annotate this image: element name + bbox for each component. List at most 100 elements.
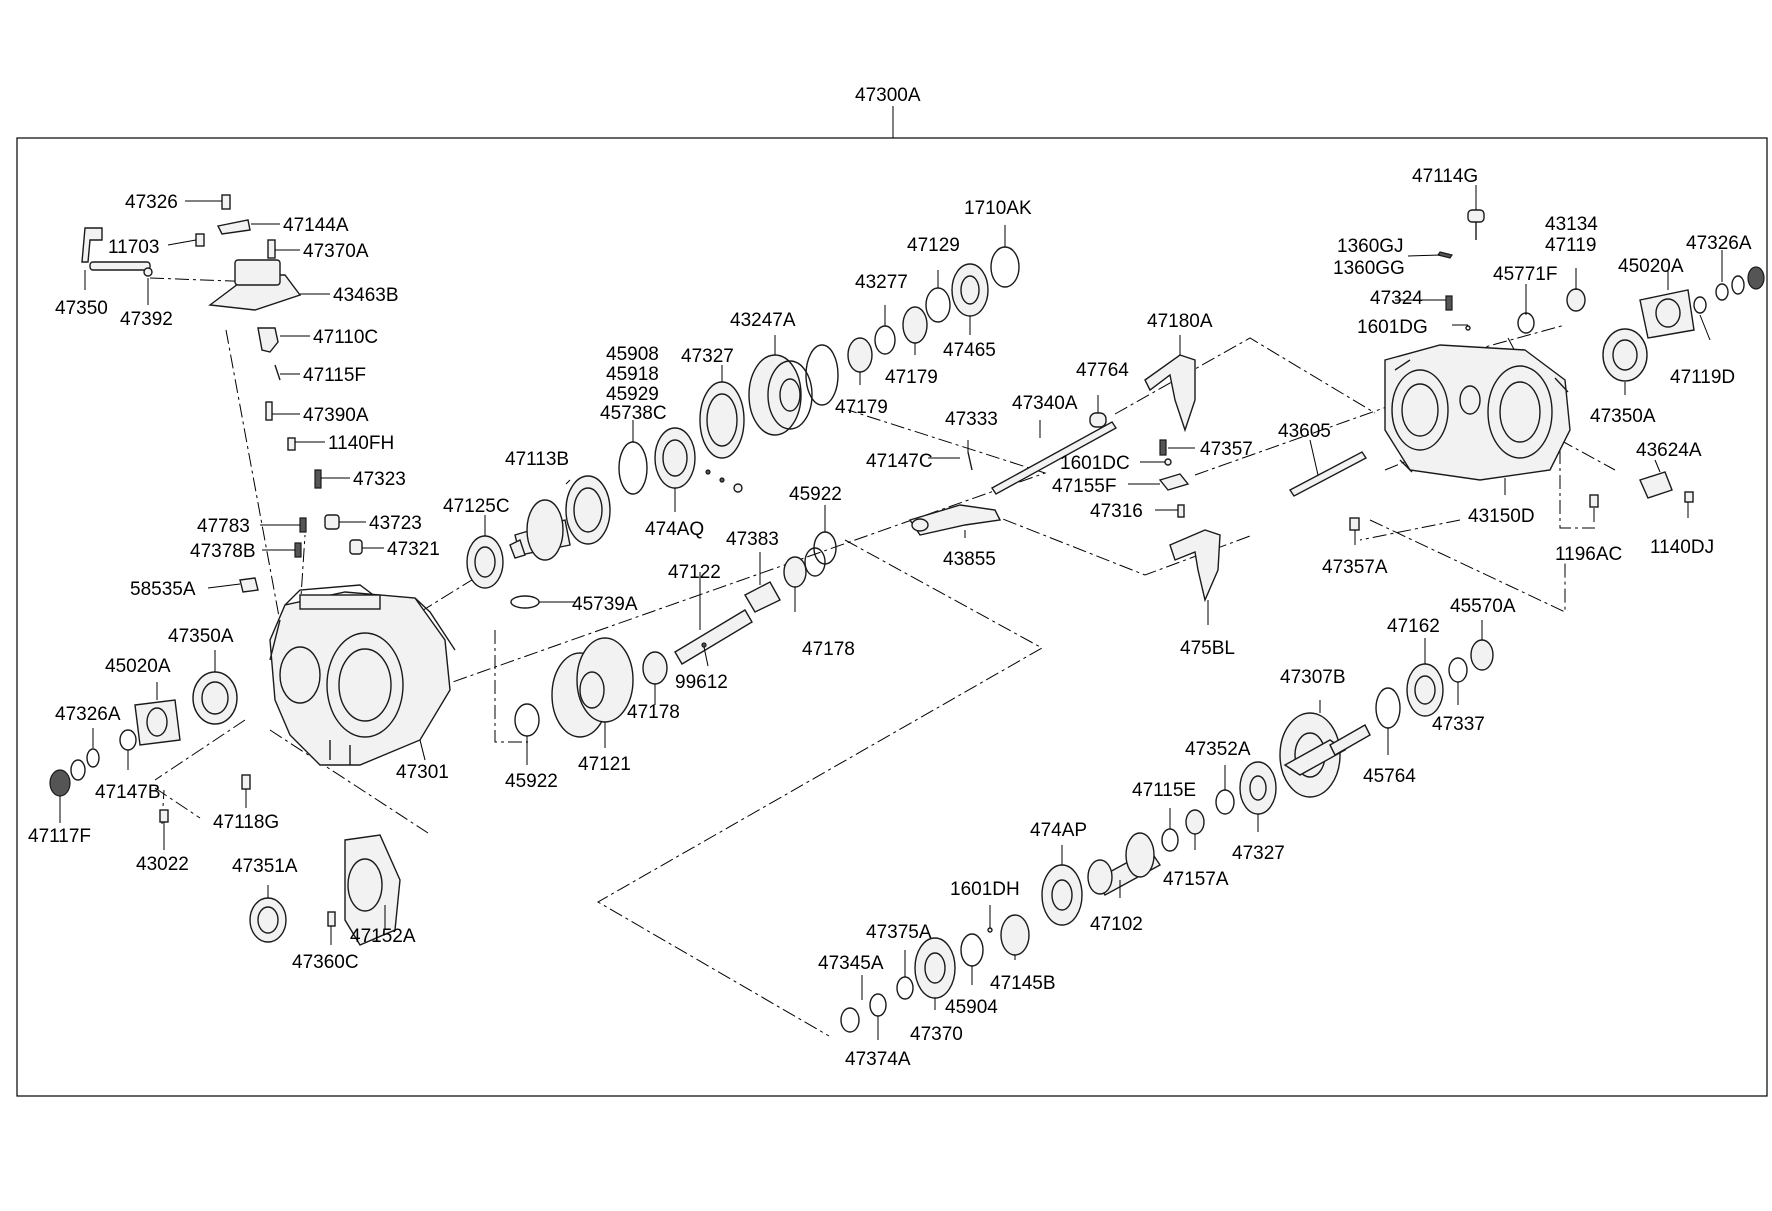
snap-ring-45764 <box>1375 687 1401 729</box>
rear-flange-47152A <box>344 834 401 946</box>
pin-47316 <box>1177 504 1185 518</box>
snap-ring-1710AK <box>990 246 1020 288</box>
spring-47324 <box>1445 295 1453 311</box>
bolt-1140DJ <box>1684 491 1694 503</box>
washer-47392 <box>143 267 153 277</box>
plug-47321 <box>349 539 363 555</box>
label-47122: 47122 <box>668 562 721 583</box>
label-47147C: 47147C <box>866 451 933 472</box>
sensor-43624A <box>1639 471 1673 499</box>
ball-99612 <box>701 642 707 648</box>
bolt-43022 <box>159 809 169 823</box>
label-47178-b: 47178 <box>802 639 855 660</box>
label-47357A: 47357A <box>1322 557 1388 578</box>
label-43723: 43723 <box>369 513 422 534</box>
bolt-47360C <box>327 911 336 927</box>
shift-lever <box>81 227 151 271</box>
spring-47357 <box>1159 439 1167 456</box>
label-474AP: 474AP <box>1030 820 1087 841</box>
washer-45922-bottom <box>514 703 540 737</box>
label-47383: 47383 <box>726 529 779 550</box>
ring-43277 <box>874 325 896 355</box>
label-47119D: 47119D <box>1670 367 1735 388</box>
bearing-43134 <box>1566 288 1586 312</box>
block-47155F <box>1158 473 1190 491</box>
dowel-47118G <box>241 774 251 790</box>
bolt-47114G <box>1467 209 1485 223</box>
label-47180A: 47180A <box>1147 311 1213 332</box>
spacer-47383 <box>744 581 781 613</box>
label-47119: 47119 <box>1545 235 1596 256</box>
plate-47144A <box>216 219 251 235</box>
label-47102: 47102 <box>1090 914 1143 935</box>
label-45929: 45929 <box>606 384 659 405</box>
label-47351A: 47351A <box>232 856 298 877</box>
label-1710AK: 1710AK <box>964 198 1032 219</box>
label-45020A-right: 45020A <box>1618 256 1684 277</box>
label-43247A: 43247A <box>730 310 796 331</box>
label-45918: 45918 <box>606 364 659 385</box>
ring-47375A <box>896 976 914 1000</box>
label-45904: 45904 <box>945 997 998 1018</box>
label-99612: 99612 <box>675 672 728 693</box>
label-47114G: 47114G <box>1412 166 1478 187</box>
label-47113B: 47113B <box>505 449 569 470</box>
label-47333: 47333 <box>945 409 998 430</box>
needle-bearing-47145B <box>1000 914 1030 956</box>
spring-47323 <box>314 469 322 489</box>
label-47378B: 47378B <box>190 541 256 562</box>
label-43624A: 43624A <box>1636 440 1702 461</box>
label-47117F: 47117F <box>28 826 91 847</box>
needle-bearing-45570A <box>1470 639 1494 671</box>
needle-bearing-47178-a <box>642 651 668 685</box>
bearing-47125C <box>466 535 504 589</box>
gear-474AP <box>1041 864 1083 926</box>
bearing-47162 <box>1406 663 1444 717</box>
flange-45020A-right <box>1639 289 1695 339</box>
label-47144A: 47144A <box>283 215 349 236</box>
assembly-frame <box>16 137 1768 1097</box>
label-47352A: 47352A <box>1185 739 1251 760</box>
ring-47115E <box>1161 828 1179 852</box>
seal-1360GJ <box>1437 251 1453 259</box>
bearing-47370 <box>914 937 956 999</box>
label-47340A: 47340A <box>1012 393 1078 414</box>
shift-rail-43605 <box>1288 451 1368 497</box>
label-45922-top: 45922 <box>789 484 842 505</box>
washer-47337 <box>1448 657 1468 683</box>
washer-47352A <box>1215 789 1235 815</box>
label-47147B: 47147B <box>95 782 161 803</box>
label-47316: 47316 <box>1090 501 1143 522</box>
bolt-1140FH <box>287 437 296 451</box>
label-45738C: 45738C <box>600 403 667 424</box>
label-43134: 43134 <box>1545 214 1598 235</box>
label-47115E: 47115E <box>1132 780 1196 801</box>
label-1601DC: 1601DC <box>1060 453 1130 474</box>
ball-1601DC <box>1164 458 1172 466</box>
needle-bearing-47157A <box>1185 809 1205 835</box>
label-47374A: 47374A <box>845 1049 911 1070</box>
label-45771F: 45771F <box>1493 264 1557 285</box>
label-47125C: 47125C <box>443 496 510 517</box>
label-43277: 43277 <box>855 272 908 293</box>
bolt-47390A <box>265 401 273 421</box>
label-47783: 47783 <box>197 516 250 537</box>
label-43855: 43855 <box>943 549 996 570</box>
label-47321: 47321 <box>387 539 440 560</box>
label-47179-b: 47179 <box>885 367 938 388</box>
label-47350: 47350 <box>55 298 108 319</box>
bearing-47465 <box>951 263 989 317</box>
label-1360GG: 1360GG <box>1333 258 1405 279</box>
washer-47129 <box>925 287 951 323</box>
spring-47378B <box>294 542 302 558</box>
label-47326: 47326 <box>125 192 178 213</box>
shift-rail-47340A <box>990 421 1118 495</box>
label-47157A: 47157A <box>1163 869 1229 890</box>
label-47392: 47392 <box>120 309 173 330</box>
label-47337: 47337 <box>1432 714 1485 735</box>
bolt-47326 <box>221 194 231 210</box>
bolt-1196AC <box>1589 494 1599 508</box>
bolt-47370A <box>267 239 276 259</box>
label-47465: 47465 <box>943 340 996 361</box>
label-58535A: 58535A <box>130 579 196 600</box>
